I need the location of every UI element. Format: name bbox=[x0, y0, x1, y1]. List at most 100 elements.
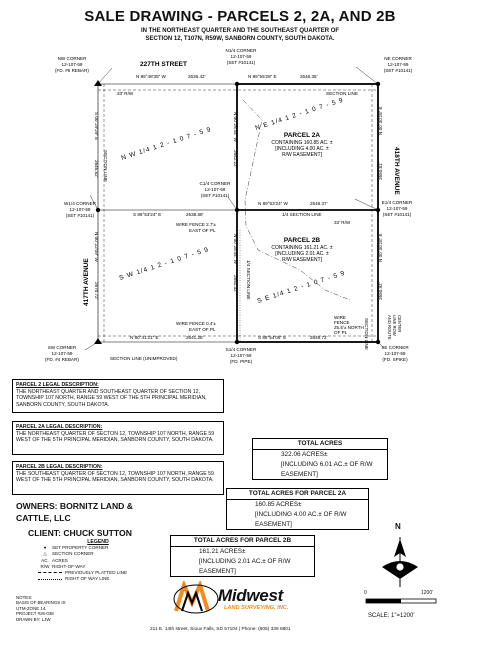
w14-corner-label: W1/4 CORNER 12-107-59 (SET #10141) bbox=[64, 201, 97, 218]
e14-corner-line-1: E1/4 CORNER bbox=[382, 200, 413, 205]
wire-fence-2-line-1: WIRE FENCE 0.4'± bbox=[176, 321, 216, 326]
dist-north-west: 2636.42' bbox=[188, 74, 206, 79]
bearing-quarter-west: S 89°53'24" E bbox=[133, 212, 161, 217]
parcel-2b-title: PARCEL 2B bbox=[284, 237, 321, 244]
notes-line-1: BASIS OF BEARINGS IS bbox=[16, 600, 66, 606]
section-line-label-south: SECTION LINE (UNIMPROVED) bbox=[110, 356, 178, 361]
scale-zero: 0 bbox=[364, 590, 367, 596]
se-quarter-label: S E 1/4 1 2 - 1 0 7 - 5 9 bbox=[256, 270, 346, 305]
north-arrow-icon bbox=[382, 537, 418, 587]
owners-block: OWNERS: BORNITZ LAND & CATTLE, LLC CLIEN… bbox=[16, 500, 133, 539]
nw-corner-line-2: 12-107-59 bbox=[62, 62, 83, 67]
scale-max: 1200' bbox=[421, 590, 434, 596]
parcel-2a-total-line-3: EASEMENT] bbox=[255, 521, 292, 528]
bearing-east-south: N 00°30'28" E bbox=[378, 233, 383, 262]
ne-leader bbox=[355, 66, 379, 85]
section-line-label-north: SECTION LINE bbox=[326, 91, 358, 96]
legend-acres-abbr: AC. bbox=[41, 557, 49, 563]
parcel-2b-line-3: R/W EASEMENT] bbox=[282, 257, 323, 263]
parcel-2b-legal-text: THE SOUTHEAST QUARTER OF SECTON 12, TOWN… bbox=[16, 470, 214, 484]
bearing-west-south: N 00°22'09" W bbox=[94, 232, 99, 263]
legend-section-corner-label: SECTION CORNER bbox=[52, 551, 94, 557]
notes-drawn-by: DRAWN BY: LJW bbox=[16, 616, 51, 622]
platted-line-symbol bbox=[38, 572, 62, 574]
company-tagline: LAND SURVEYING, INC. bbox=[224, 605, 289, 611]
drawing-subtitle: IN THE NORTHEAST QUARTER AND THE SOUTHEA… bbox=[60, 27, 420, 43]
road-418th-avenue: 418TH AVENUE bbox=[393, 147, 400, 195]
legend-title: LEGEND bbox=[87, 539, 109, 545]
c14-corner-line-3: (SET #10141) bbox=[201, 193, 230, 198]
e14-leader bbox=[354, 198, 379, 211]
nw-corner-line-1: NW CORNER bbox=[58, 56, 88, 61]
n14-corner-label: N1/4 CORNER 12-107-59 (SET #10141) bbox=[226, 48, 258, 65]
midwest-logo-icon bbox=[173, 581, 219, 614]
parcel-2a-line-2: [INCLUDING 4.00 AC. ± bbox=[275, 146, 329, 152]
set-corner-se bbox=[375, 339, 381, 345]
subtitle-line-2: SECTION 12, T107N, R59W, SANBORN COUNTY,… bbox=[145, 36, 335, 42]
dist-mid-north: 2642.22' bbox=[233, 150, 238, 168]
bearing-mid-north: N 00°28'44" W bbox=[233, 112, 238, 143]
set-corner-symbol-icon: ● bbox=[43, 545, 47, 551]
row-label-east: 33' R/W bbox=[334, 220, 351, 225]
legend: LEGEND ●SET PROPERTY CORNER △SECTION COR… bbox=[38, 539, 158, 582]
parcel-2a-line-1: CONTAINING 160.85 AC. ± bbox=[271, 140, 333, 146]
parcel-2b-total-line-3: EASEMENT] bbox=[199, 568, 236, 575]
road-227th-street: 227TH STREET bbox=[140, 61, 187, 68]
n14-corner-line-3: (SET #10141) bbox=[227, 60, 256, 65]
ne-corner-line-3: (SET #10141) bbox=[384, 68, 413, 73]
drawing-title: SALE DRAWING - PARCELS 2, 2A, AND 2B bbox=[84, 8, 396, 25]
section-corner-nw bbox=[94, 80, 102, 86]
set-corner-n14 bbox=[234, 81, 240, 87]
scale-label: SCALE: 1"=1200' bbox=[368, 613, 415, 619]
w14-corner-line-3: (SET #10141) bbox=[66, 213, 95, 218]
parcel-2a-total-heading: TOTAL ACRES FOR PARCEL 2A bbox=[227, 489, 368, 500]
client-line: CLIENT: CHUCK SUTTON bbox=[28, 528, 132, 538]
parcel-2a-title: PARCEL 2A bbox=[284, 132, 321, 139]
total-acres-line-1: 322.06 ACRES± bbox=[281, 451, 328, 458]
total-acres-line-2: [INCLUDING 6.01 AC.± OF R/W bbox=[281, 461, 373, 468]
set-corner-s14 bbox=[234, 339, 240, 345]
ne-corner-label: NE CORNER 12-107-59 (SET #10141) bbox=[384, 56, 413, 73]
centerline-note-3: AND ROUTE bbox=[387, 315, 392, 340]
w14-corner-line-2: 12-107-59 bbox=[70, 207, 91, 212]
road-417th-avenue: 417TH AVENUE bbox=[83, 258, 90, 306]
se-corner-line-3: (FD. SPIKE) bbox=[382, 357, 408, 362]
company-address: 211 E. 14th street, Sioux Falls, SD 5710… bbox=[150, 627, 291, 632]
notes-line-2: UTM-ZONE 14. bbox=[16, 605, 47, 611]
dist-east-south: 2650.92' bbox=[378, 282, 383, 300]
ne-corner-line-1: NE CORNER bbox=[384, 56, 412, 61]
bearing-north-west: N 89°48'35" W bbox=[136, 74, 167, 79]
bearing-north-east: N 89°55'28" E bbox=[248, 74, 277, 79]
set-corner-w14 bbox=[95, 207, 101, 213]
parcel-2-legal-text: THE NORTHEAST QUARTER AND SOUTHEAST QUAR… bbox=[16, 388, 207, 408]
c14-leader bbox=[227, 196, 238, 211]
c14-corner-line-1: C1/4 CORNER bbox=[200, 181, 232, 186]
section-line-label-west: SECTION LINE bbox=[103, 150, 108, 182]
n14-corner-line-1: N1/4 CORNER bbox=[226, 48, 258, 53]
total-acres-line-3: EASEMENT] bbox=[281, 471, 318, 478]
dist-west-south: 2670.72' bbox=[94, 282, 99, 300]
bearing-quarter-east: N 89°53'24" W bbox=[258, 201, 289, 206]
legend-set-corner: ●SET PROPERTY CORNER bbox=[38, 545, 158, 551]
s14-corner-line-1: S1/4 CORNER bbox=[226, 347, 257, 352]
legend-section-corner: △SECTION CORNER bbox=[38, 551, 158, 557]
notes: NOTES: BASIS OF BEARINGS IS UTM-ZONE 14.… bbox=[16, 595, 66, 622]
parcel-2a-line-3: R/W EASEMENT] bbox=[282, 152, 323, 158]
bearing-south-west: N 80°41'21" E bbox=[130, 335, 159, 340]
se-corner-line-2: 12-107-59 bbox=[385, 351, 406, 356]
parcel-2-boundary bbox=[236, 83, 379, 343]
parcel-2b-legal-box: PARCEL 2B LEGAL DESCRIPTION: THE SOUTHEA… bbox=[12, 461, 224, 495]
se-corner-line-1: SE CORNER bbox=[381, 345, 409, 350]
dist-west-north: 2645.52' bbox=[94, 160, 99, 178]
e14-corner-line-3: (SET #10141) bbox=[383, 212, 412, 217]
company-name: Midwest bbox=[218, 586, 283, 605]
c14-corner-line-2: 12-107-59 bbox=[205, 187, 226, 192]
s14-corner-line-3: (FD. PIPE) bbox=[230, 359, 253, 364]
parcel-2a-legal-text: THE NORTHEAST QUARTER OF SECTON 12, TOWN… bbox=[16, 430, 215, 444]
parcel-2a-legal-box: PARCEL 2A LEGAL DESCRIPTION: THE NORTHEA… bbox=[12, 421, 224, 455]
owners-line-2: CATTLE, LLC bbox=[16, 513, 71, 523]
wire-fence-3-line-1: WIRE bbox=[334, 315, 346, 320]
sw-corner-label: SW CORNER 12-107-59 (FD. #4 REBAR) bbox=[45, 345, 79, 362]
dist-quarter-east: 2648.37' bbox=[310, 201, 328, 206]
